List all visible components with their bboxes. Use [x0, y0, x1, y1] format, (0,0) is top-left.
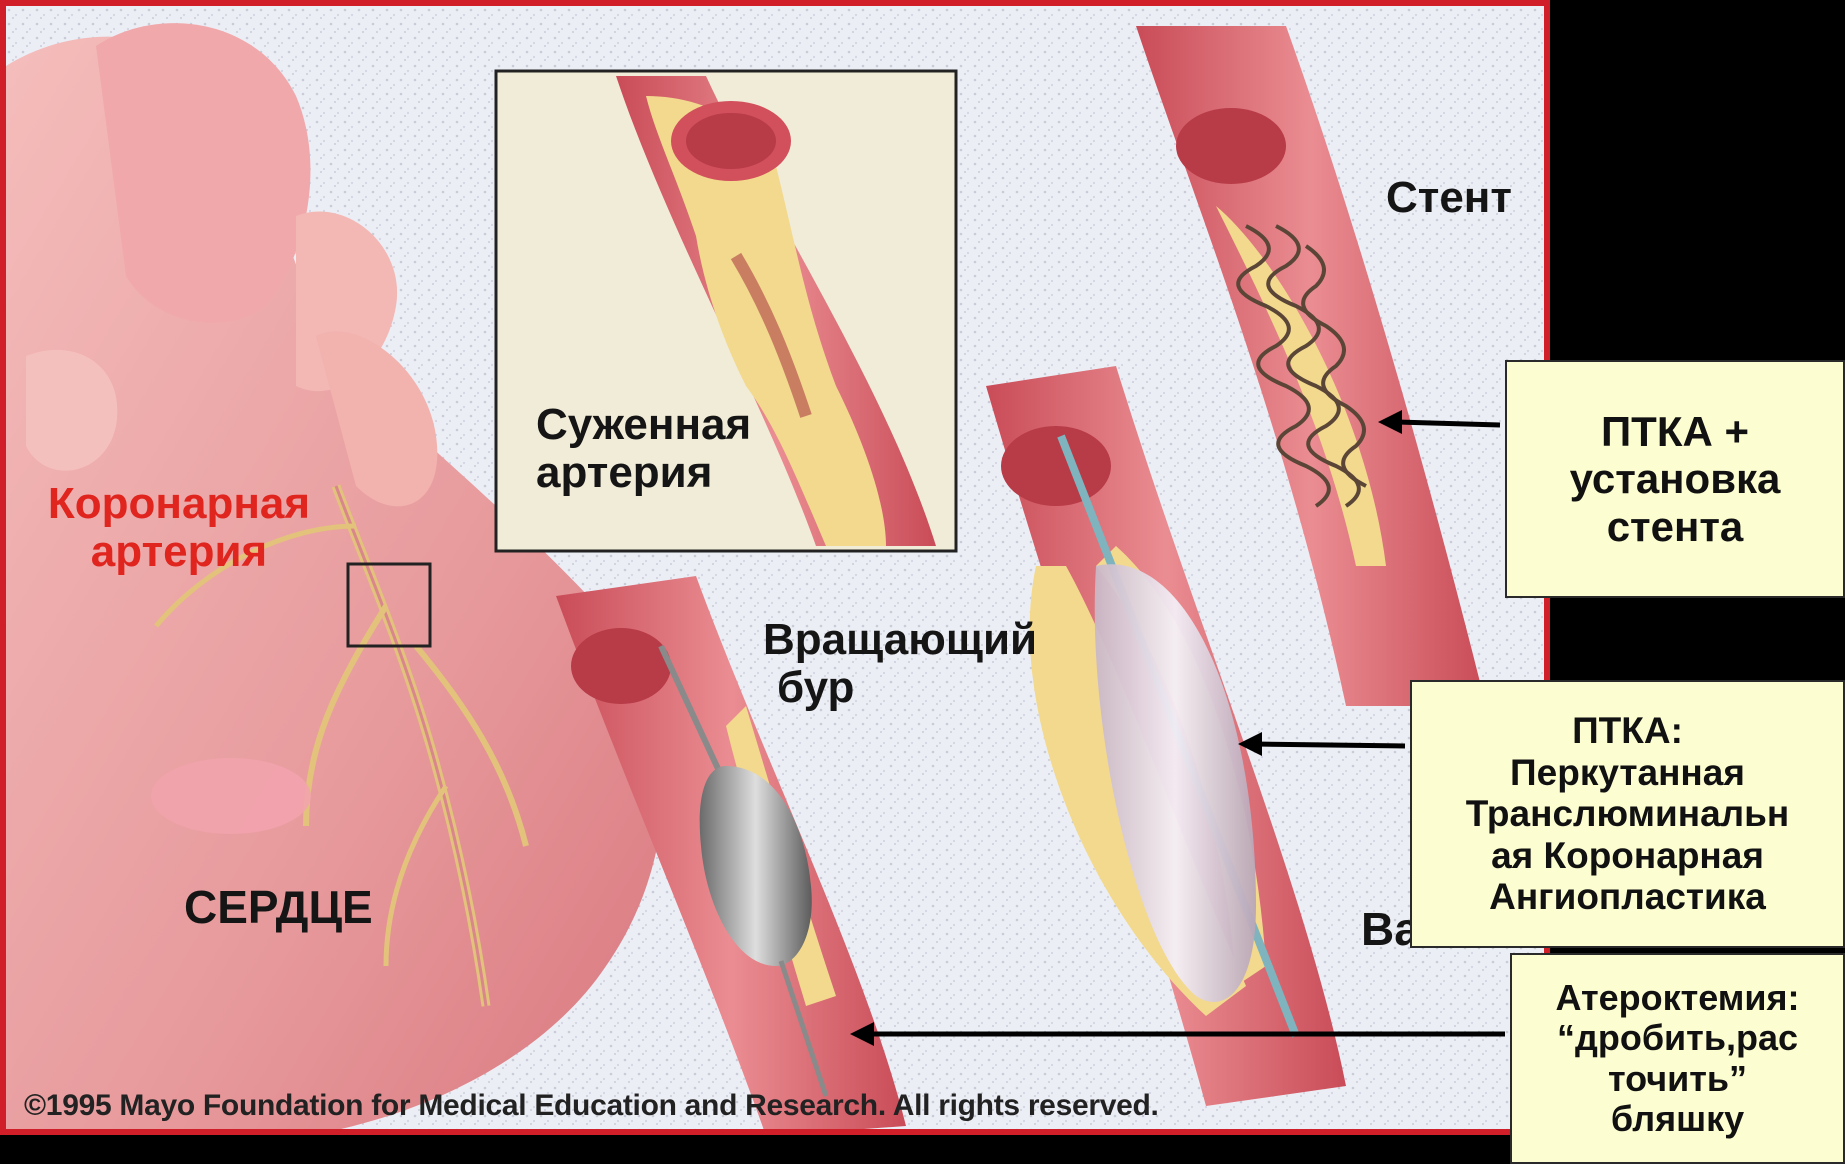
- callout-ptca: ПТКА: Перкутанная Транслюминальн ая Коро…: [1410, 680, 1845, 948]
- coronary-artery-label: Коронарная артерия: [34, 480, 324, 577]
- narrowed-artery-label: Суженная артерия: [536, 401, 751, 498]
- stent-label: Стент: [1386, 174, 1512, 222]
- illustration-panel: Суженная артерия Стент Вращающий бур Кор…: [0, 0, 1550, 1135]
- heart-label: СЕРДЦЕ: [184, 882, 373, 933]
- rotating-burr-label: Вращающий бур: [763, 616, 1037, 713]
- callout-stent-placement: ПТКА + установка стента: [1505, 360, 1845, 598]
- copyright-notice: ©1995 Mayo Foundation for Medical Educat…: [24, 1089, 1159, 1123]
- callout-atherectomy: Атероктемия: “дробить,рас точить” бляшку: [1510, 953, 1845, 1164]
